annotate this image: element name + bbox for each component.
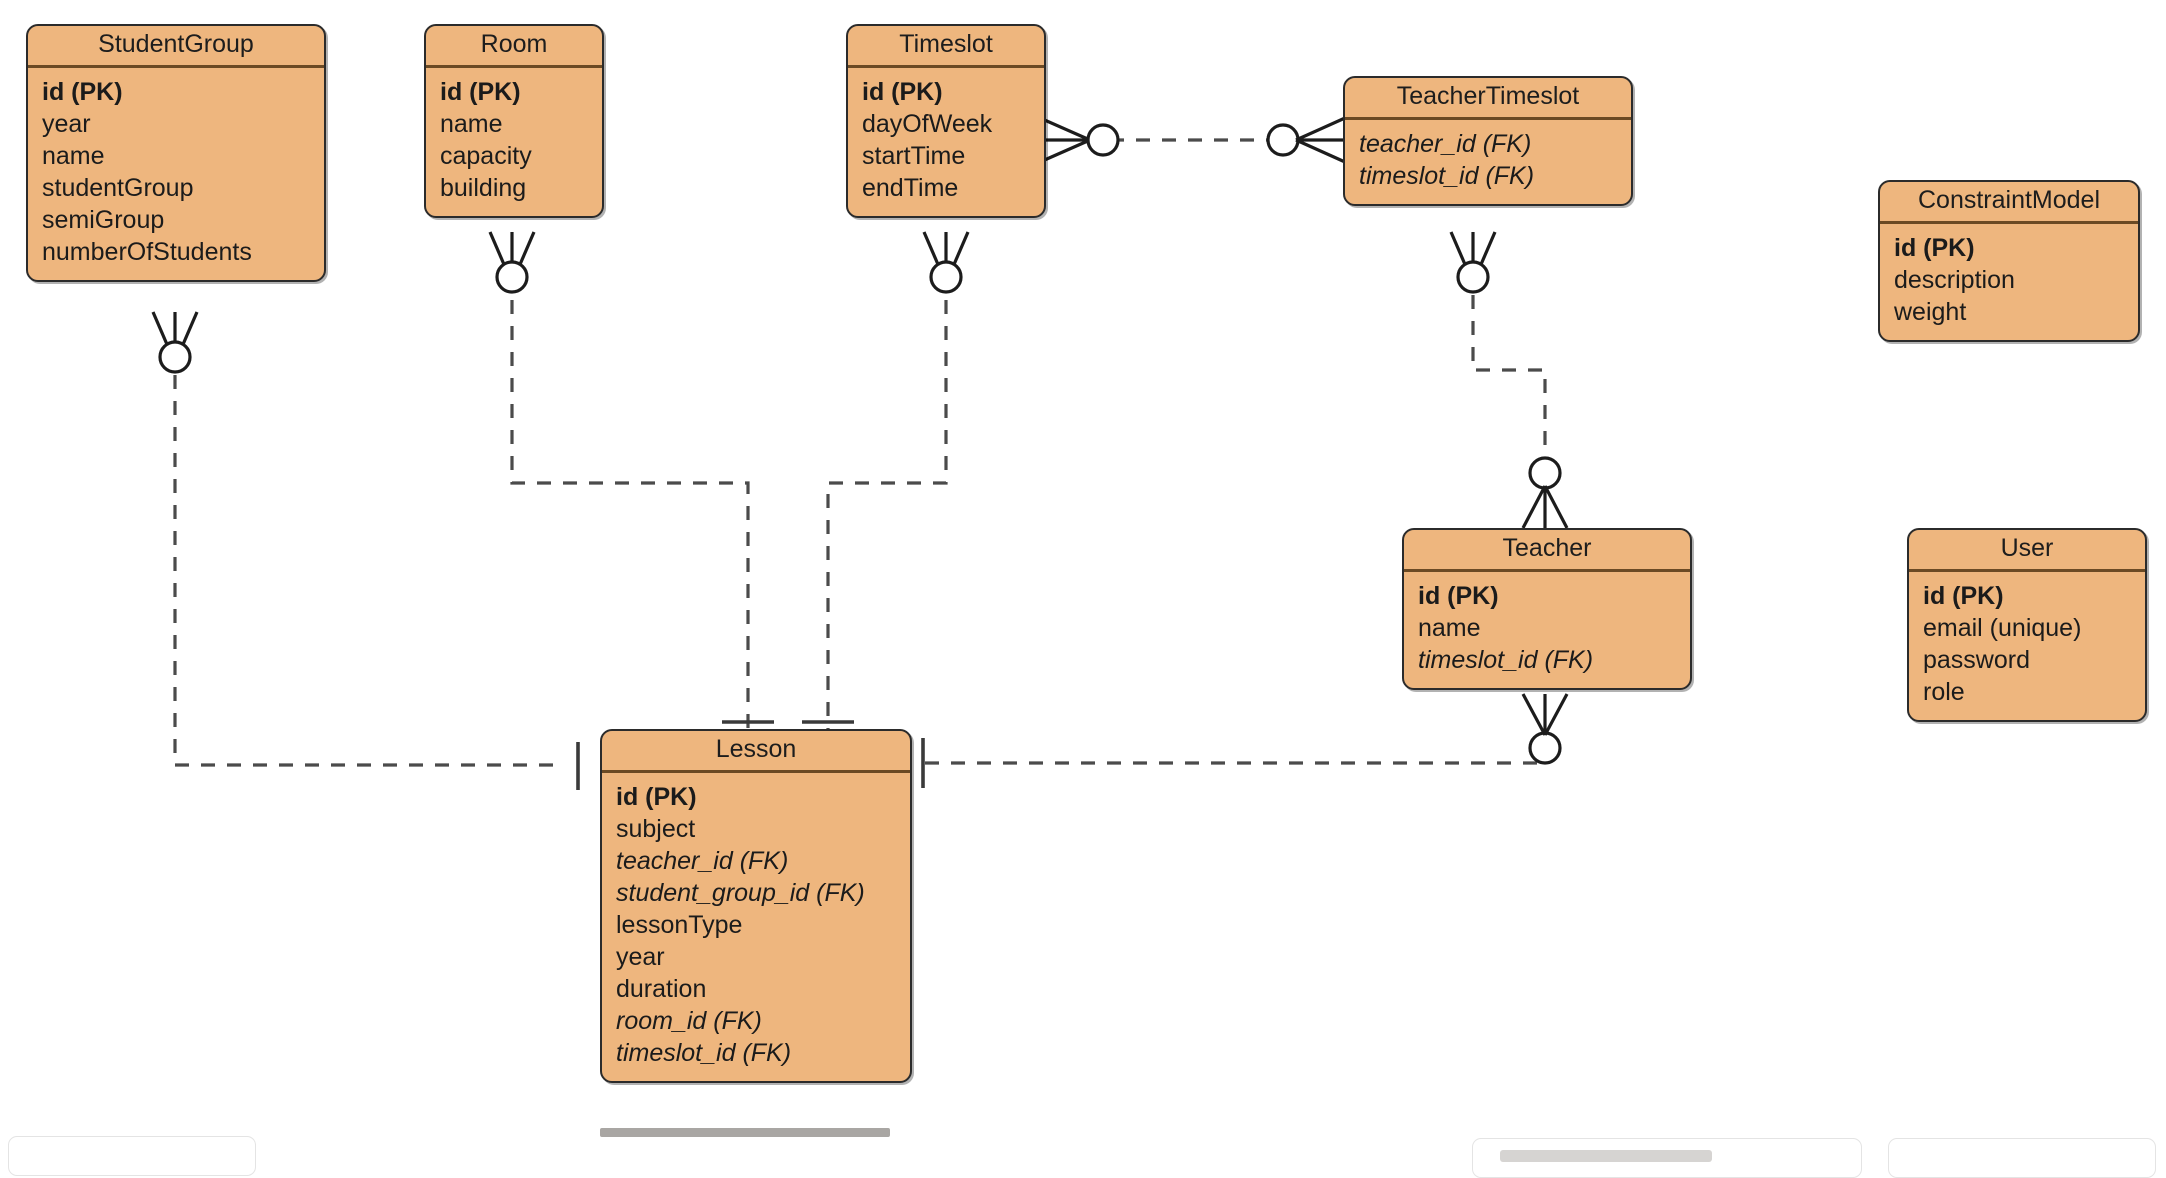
field-id: id (PK) bbox=[1923, 581, 2004, 610]
field-name: name bbox=[42, 141, 105, 170]
bottom-panel-right[interactable] bbox=[1888, 1138, 2156, 1178]
field-id: id (PK) bbox=[1418, 581, 1499, 610]
field-endtime: endTime bbox=[862, 173, 959, 202]
entity-title: TeacherTimeslot bbox=[1345, 78, 1631, 120]
crowsfoot-zero-or-many-bottom bbox=[1521, 456, 1569, 529]
field-timeslot-id: timeslot_id (FK) bbox=[1418, 645, 1594, 674]
entity-teachertimeslot[interactable]: TeacherTimeslot teacher_id (FK) timeslot… bbox=[1343, 76, 1633, 206]
field-year: year bbox=[616, 942, 665, 971]
field-numberofstudents: numberOfStudents bbox=[42, 237, 252, 266]
entity-field-list: id (PK) email (unique) password role bbox=[1909, 572, 2145, 720]
relationship-studentgroup-lesson bbox=[151, 311, 580, 790]
entity-teacher[interactable]: Teacher id (PK) name timeslot_id (FK) bbox=[1402, 528, 1692, 690]
crowsfoot-zero-or-many-timeslot bbox=[922, 231, 970, 294]
relationship-teachertimeslot-teacher bbox=[1449, 231, 1569, 529]
entity-room[interactable]: Room id (PK) name capacity building bbox=[424, 24, 604, 218]
field-id: id (PK) bbox=[440, 77, 521, 106]
field-id: id (PK) bbox=[42, 77, 123, 106]
relationship-lesson-teacher bbox=[921, 693, 1569, 788]
entity-field-list: id (PK) dayOfWeek startTime endTime bbox=[848, 68, 1044, 216]
field-description: description bbox=[1894, 265, 2015, 294]
entity-title: ConstraintModel bbox=[1880, 182, 2138, 224]
crowsfoot-zero-or-many-right bbox=[1266, 116, 1346, 164]
crowsfoot-zero-or-many-teacher-bottom bbox=[1521, 693, 1569, 765]
entity-field-list: id (PK) name capacity building bbox=[426, 68, 602, 216]
field-year: year bbox=[42, 109, 91, 138]
entity-title: StudentGroup bbox=[28, 26, 324, 68]
field-dayofweek: dayOfWeek bbox=[862, 109, 993, 138]
field-weight: weight bbox=[1894, 297, 1967, 326]
field-capacity: capacity bbox=[440, 141, 532, 170]
bottom-panel-bar bbox=[1500, 1150, 1712, 1162]
relationship-timeslot-teachertimeslot bbox=[1039, 116, 1346, 164]
entity-user[interactable]: User id (PK) email (unique) password rol… bbox=[1907, 528, 2147, 722]
entity-title: Room bbox=[426, 26, 602, 68]
crowsfoot-zero-or-many-room bbox=[488, 231, 536, 294]
field-studentgroup: studentGroup bbox=[42, 173, 194, 202]
field-lessontype: lessonType bbox=[616, 910, 743, 939]
field-name: name bbox=[440, 109, 503, 138]
field-building: building bbox=[440, 173, 527, 202]
field-email: email (unique) bbox=[1923, 613, 2082, 642]
bottom-panel-left[interactable] bbox=[8, 1136, 256, 1176]
field-id: id (PK) bbox=[616, 782, 697, 811]
entity-field-list: id (PK) year name studentGroup semiGroup… bbox=[28, 68, 324, 280]
entity-title: Teacher bbox=[1404, 530, 1690, 572]
entity-title: User bbox=[1909, 530, 2145, 572]
field-subject: subject bbox=[616, 814, 696, 843]
crowsfoot-zero-or-many-top bbox=[1449, 231, 1497, 294]
entity-studentgroup[interactable]: StudentGroup id (PK) year name studentGr… bbox=[26, 24, 326, 282]
field-id: id (PK) bbox=[1894, 233, 1975, 262]
field-teacher-id: teacher_id (FK) bbox=[1359, 129, 1532, 158]
field-room-id: room_id (FK) bbox=[616, 1006, 762, 1035]
entity-title: Timeslot bbox=[848, 26, 1044, 68]
entity-field-list: id (PK) name timeslot_id (FK) bbox=[1404, 572, 1690, 688]
crowsfoot-zero-or-many-left bbox=[1039, 116, 1120, 164]
entity-title: Lesson bbox=[602, 731, 910, 773]
field-id: id (PK) bbox=[862, 77, 943, 106]
field-password: password bbox=[1923, 645, 2030, 674]
entity-lesson[interactable]: Lesson id (PK) subject teacher_id (FK) s… bbox=[600, 729, 912, 1083]
field-student-group-id: student_group_id (FK) bbox=[616, 878, 865, 907]
field-starttime: startTime bbox=[862, 141, 966, 170]
field-teacher-id: teacher_id (FK) bbox=[616, 846, 789, 875]
crowsfoot-zero-or-many-studentgroup bbox=[151, 311, 199, 374]
entity-field-list: teacher_id (FK) timeslot_id (FK) bbox=[1345, 120, 1631, 204]
entity-field-list: id (PK) subject teacher_id (FK) student_… bbox=[602, 773, 910, 1081]
entity-timeslot[interactable]: Timeslot id (PK) dayOfWeek startTime end… bbox=[846, 24, 1046, 218]
entity-field-list: id (PK) description weight bbox=[1880, 224, 2138, 340]
relationship-room-lesson bbox=[488, 231, 774, 735]
field-timeslot-id: timeslot_id (FK) bbox=[616, 1038, 792, 1067]
field-role: role bbox=[1923, 677, 1965, 706]
field-semigroup: semiGroup bbox=[42, 205, 165, 234]
entity-constraintmodel[interactable]: ConstraintModel id (PK) description weig… bbox=[1878, 180, 2140, 342]
field-timeslot-id: timeslot_id (FK) bbox=[1359, 161, 1535, 190]
field-name: name bbox=[1418, 613, 1481, 642]
relationship-timeslot-lesson bbox=[802, 231, 970, 735]
bottom-strip-center bbox=[600, 1128, 890, 1137]
field-duration: duration bbox=[616, 974, 707, 1003]
